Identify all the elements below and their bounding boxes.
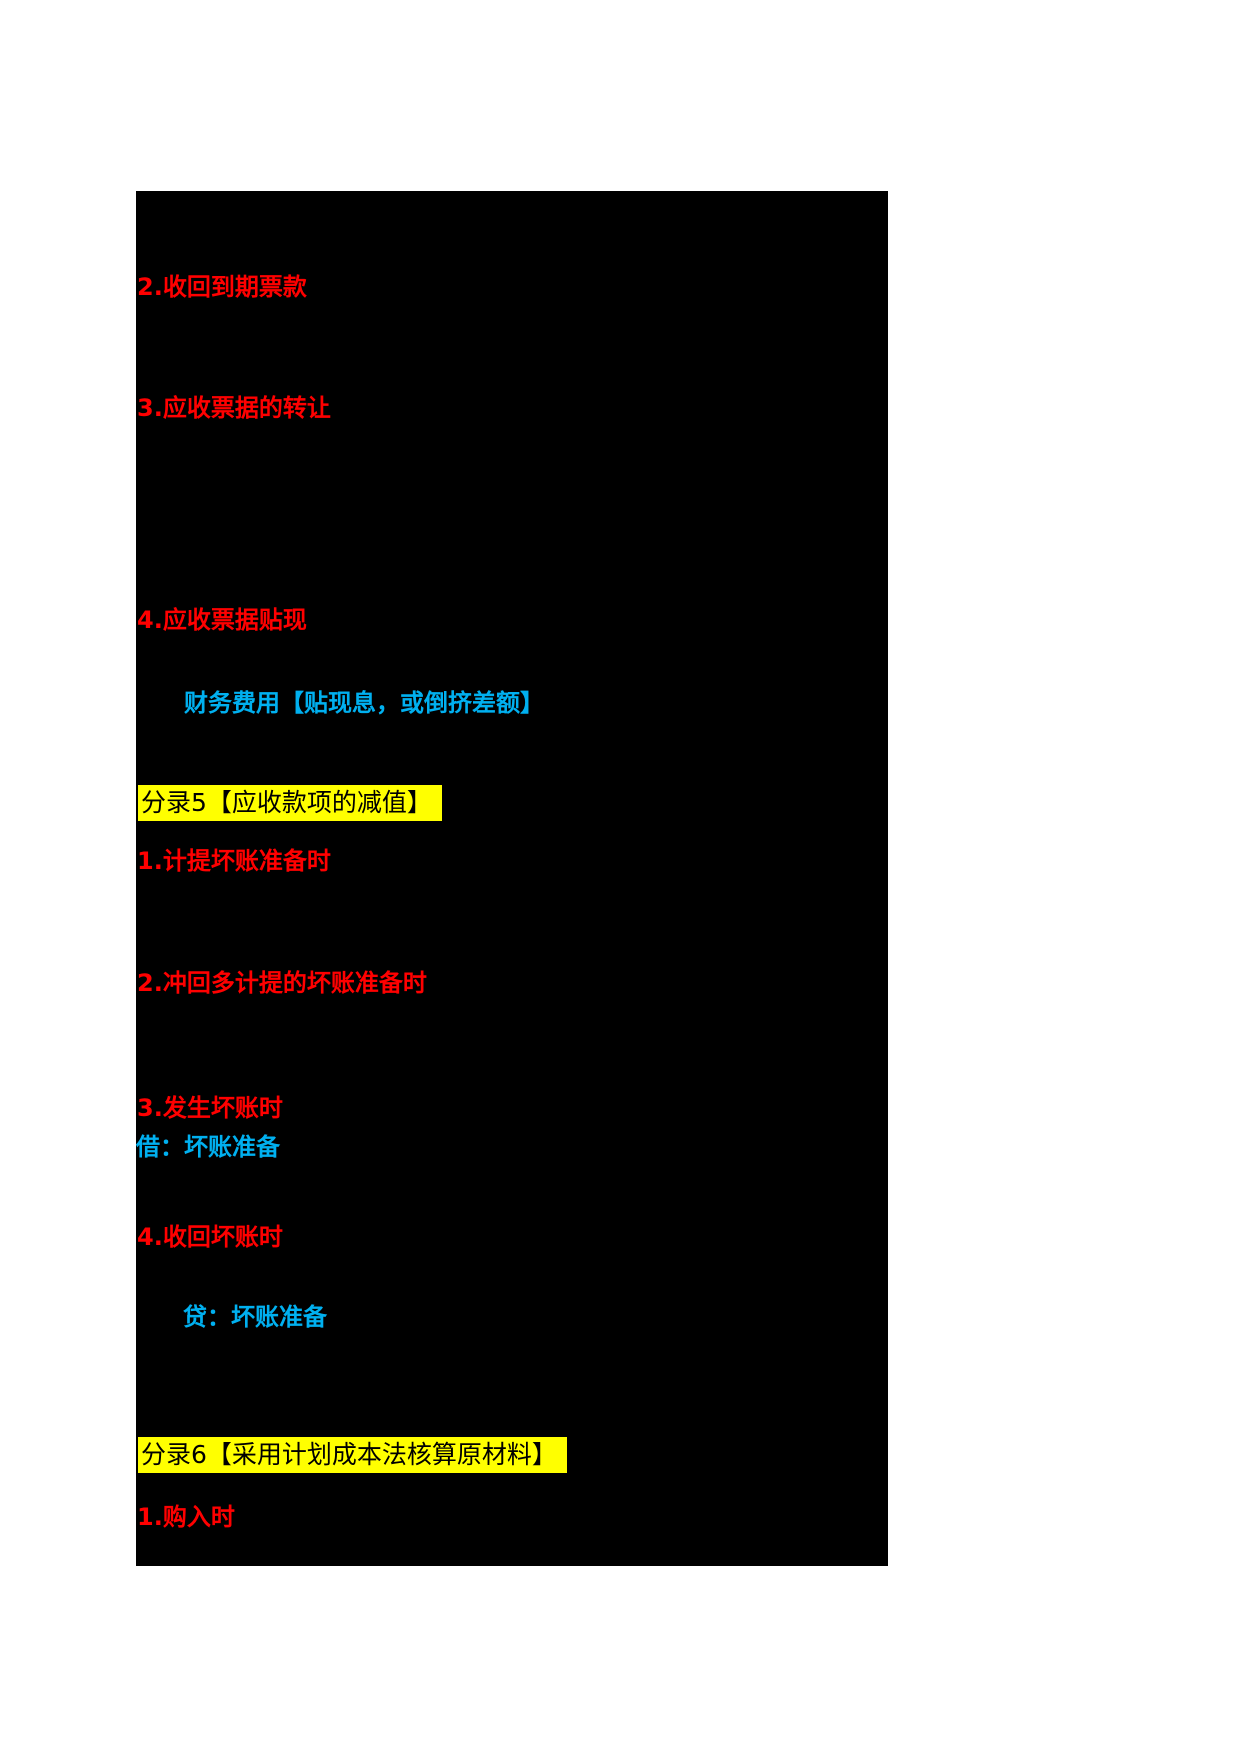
line-accrue-bad-debt-provision: 1.计提坏账准备时 — [137, 847, 331, 875]
line-notes-receivable-transfer: 3.应收票据的转让 — [137, 394, 331, 422]
line-bad-debt-occurs: 3.发生坏账时 — [137, 1094, 283, 1122]
line-credit-bad-debt-reserve: 贷：坏账准备 — [183, 1303, 327, 1331]
line-recover-bad-debt: 4.收回坏账时 — [137, 1223, 283, 1251]
heading-entry5-receivables-impairment: 分录5【应收款项的减值】 — [138, 785, 442, 821]
line-debit-bad-debt-reserve: 借：坏账准备 — [136, 1133, 280, 1161]
line-finance-expense-discount-interest: 财务费用【贴现息，或倒挤差额】 — [184, 689, 544, 717]
line-purchase-time: 1.购入时 — [137, 1503, 235, 1531]
black-content-panel — [136, 191, 888, 1566]
heading-entry6-planned-cost-raw-materials: 分录6【采用计划成本法核算原材料】 — [138, 1437, 567, 1473]
line-recover-due-notes: 2.收回到期票款 — [137, 273, 307, 301]
line-reverse-excess-provision: 2.冲回多计提的坏账准备时 — [137, 969, 427, 997]
line-notes-receivable-discount: 4.应收票据贴现 — [137, 606, 307, 634]
